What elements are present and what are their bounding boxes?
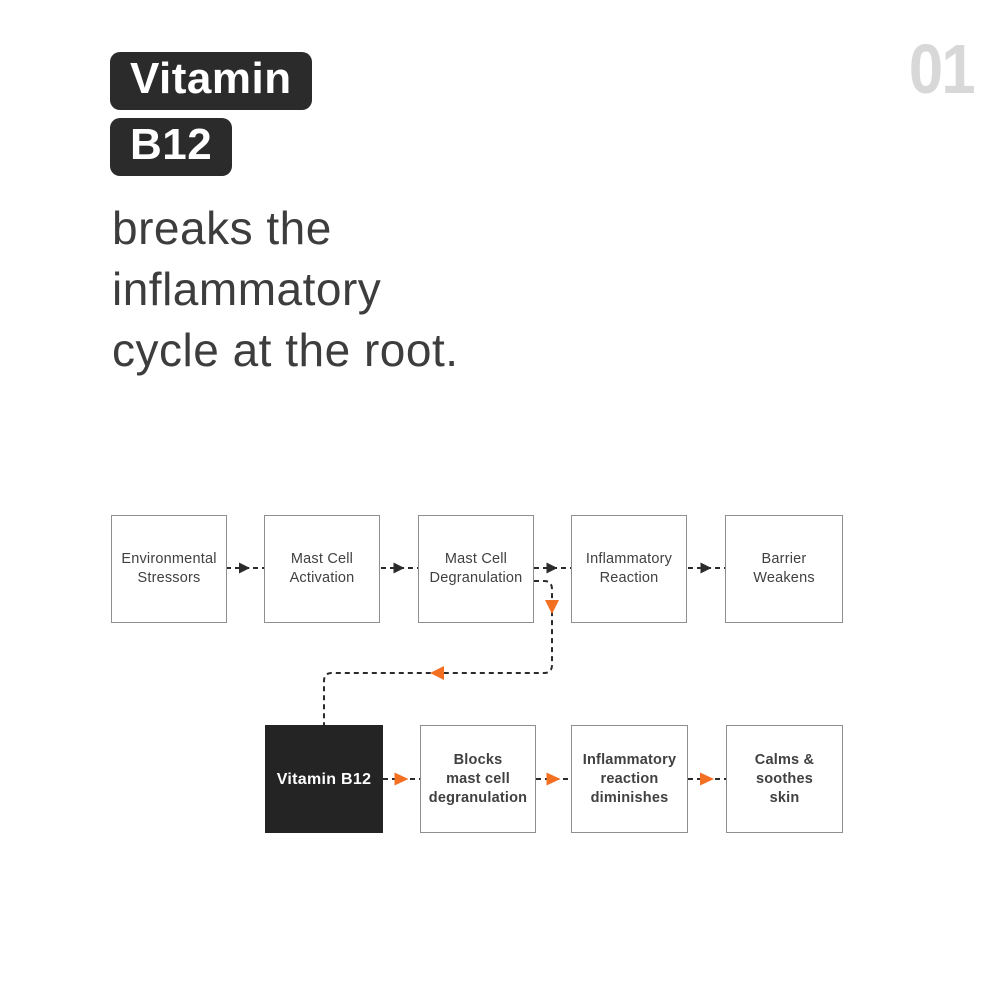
arrowhead-activation-to-degranulation bbox=[393, 562, 405, 574]
arrowhead-loop-left bbox=[430, 666, 444, 680]
flow-box-blocks-mast-cell-degranulation: Blocks mast cell degranulation bbox=[420, 725, 536, 833]
flow-box-label: Barrier Weakens bbox=[753, 551, 815, 586]
arrowhead-reaction-to-barrier bbox=[700, 562, 712, 574]
arrowhead-vitamin-b12-to-blocks bbox=[394, 772, 409, 786]
flow-box-label: Inflammatory reaction diminishes bbox=[582, 751, 677, 806]
flow-box-label: Mast Cell Activation bbox=[289, 551, 355, 586]
arrowhead-diminishes-to-calms bbox=[700, 772, 714, 786]
flow-box-mast-cell-degranulation: Mast Cell Degranulation bbox=[418, 515, 534, 623]
flow-box-label: Inflammatory Reaction bbox=[585, 551, 673, 586]
flow-box-mast-cell-activation: Mast Cell Activation bbox=[264, 515, 380, 623]
headline-text: breaks the inflammatory cycle at the roo… bbox=[112, 202, 459, 376]
flow-box-inflammatory-reaction-diminishes: Inflammatory reaction diminishes bbox=[571, 725, 688, 833]
flow-box-label: Blocks mast cell degranulation bbox=[428, 751, 528, 806]
arrowhead-blocks-to-diminishes bbox=[546, 772, 561, 786]
arrowhead-stressors-to-activation bbox=[239, 562, 250, 574]
title-block: Vitamin B12 bbox=[110, 52, 312, 184]
arrowhead-degranulation-to-reaction bbox=[546, 562, 558, 574]
page-number: 01 bbox=[908, 30, 976, 108]
flow-box-calms-soothes-skin: Calms & soothes skin bbox=[726, 725, 843, 833]
flow-box-barrier-weakens: Barrier Weakens bbox=[725, 515, 843, 623]
title-chip-b12-label: B12 bbox=[130, 120, 213, 169]
flow-box-environmental-stressors: Environmental Stressors bbox=[111, 515, 227, 623]
arrowhead-loop-down bbox=[545, 600, 559, 614]
flow-box-vitamin-b12: Vitamin B12 bbox=[265, 725, 383, 833]
flow-box-label: Vitamin B12 bbox=[276, 770, 372, 788]
flow-box-label: Calms & soothes skin bbox=[754, 751, 815, 806]
flow-box-inflammatory-reaction: Inflammatory Reaction bbox=[571, 515, 687, 623]
title-chip-vitamin: Vitamin bbox=[110, 52, 312, 110]
title-chip-b12: B12 bbox=[110, 118, 233, 176]
title-chip-vitamin-label: Vitamin bbox=[130, 54, 292, 103]
flow-box-label: Environmental Stressors bbox=[121, 551, 217, 586]
flow-box-label: Mast Cell Degranulation bbox=[429, 551, 523, 586]
